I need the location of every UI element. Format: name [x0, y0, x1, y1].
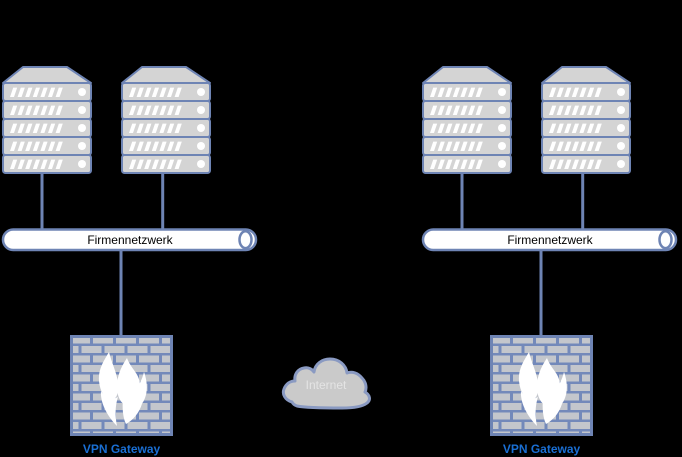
vpn-gateway-label: VPN Gateway: [83, 442, 161, 456]
server-stack-icon: [423, 67, 511, 173]
connection-lines: [40, 170, 585, 337]
server-stack-icon: [542, 67, 630, 173]
internet-label: Internet: [306, 378, 347, 392]
vpn-gateway-label: VPN Gateway: [503, 442, 581, 456]
internet-cloud: Internet: [281, 357, 371, 410]
company-network-bus: Firmennetzwerk: [421, 228, 678, 252]
network-bus-label: Firmennetzwerk: [507, 233, 593, 247]
company-network-bus: Firmennetzwerk: [1, 228, 258, 252]
bus-end-cap: [658, 230, 673, 250]
firewall-brick-flame-icon: [490, 335, 593, 436]
bus-end-cap: [238, 230, 253, 250]
server-stack-icon: [3, 67, 91, 173]
server-stack-icon: [122, 67, 210, 173]
network-bus-label: Firmennetzwerk: [87, 233, 173, 247]
firewall-brick-flame-icon: [70, 335, 173, 436]
